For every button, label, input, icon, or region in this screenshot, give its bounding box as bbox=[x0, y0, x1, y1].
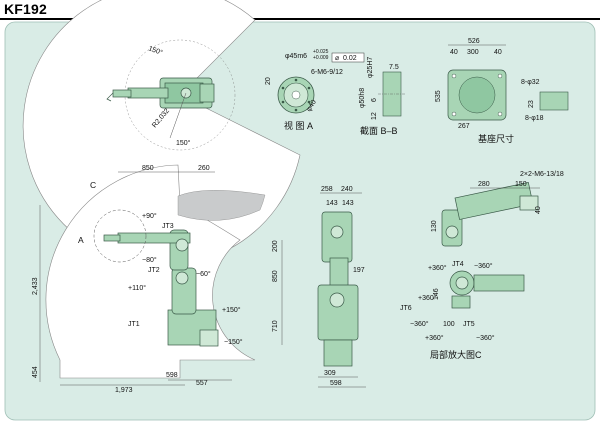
detail-d-130: 130 bbox=[431, 220, 438, 232]
side-d-710: 710 bbox=[272, 320, 279, 332]
side-view-shaded-zone bbox=[177, 190, 266, 221]
section-bb-d3: φ50h8 bbox=[359, 88, 366, 108]
view-a-caption: 视 图 A bbox=[284, 120, 313, 131]
detail-c-upper-arm bbox=[441, 181, 539, 247]
view-a: φ45m6 +0.025 +0.009 ⌀ 0.02 6-M6-9/12 20 … bbox=[265, 49, 365, 131]
front-view-robot bbox=[317, 211, 359, 367]
side-a-m150: −150° bbox=[224, 338, 243, 346]
side-view: 850 260 2,433 454 1,973 598 557 200 850 … bbox=[32, 164, 283, 394]
section-bb: 7.5 φ25H7 φ50h8 6 12 截面 B–B bbox=[359, 57, 406, 136]
detail-c-caption: 局部放大图C bbox=[430, 349, 482, 360]
detail-c-wrist bbox=[449, 270, 525, 309]
side-detail-c-circle bbox=[93, 209, 147, 263]
detail-a-p360b: +360° bbox=[418, 294, 437, 302]
detail-a-p360c: +360° bbox=[425, 334, 444, 342]
side-a-m80: −80° bbox=[142, 256, 157, 264]
svg-text:⌀: ⌀ bbox=[335, 55, 339, 62]
base-d-535: 535 bbox=[435, 90, 442, 102]
base-d-300: 300 bbox=[467, 49, 479, 56]
base-dimensions: 526 40 300 40 535 267 8-φ32 8-φ18 23 基座尺… bbox=[435, 38, 569, 144]
side-jt3: JT3 bbox=[162, 223, 174, 230]
base-d-40a: 40 bbox=[450, 49, 458, 56]
side-jt2: JT2 bbox=[148, 267, 160, 274]
side-d-850v: 850 bbox=[272, 270, 279, 282]
side-d-454: 454 bbox=[32, 366, 39, 378]
front-d-143a: 143 bbox=[326, 200, 338, 207]
svg-text:+0.009: +0.009 bbox=[313, 55, 329, 61]
side-jt1: JT1 bbox=[128, 321, 140, 328]
view-a-flatness: 0.02 bbox=[343, 55, 357, 62]
detail-a-m360a: −360° bbox=[474, 262, 493, 270]
side-label-c: C bbox=[90, 180, 96, 190]
detail-a-m360c: −360° bbox=[476, 334, 495, 342]
base-d-32: 8-φ32 bbox=[521, 79, 540, 86]
view-a-bolts: 6-M6-9/12 bbox=[311, 69, 343, 76]
detail-a-p360a: +360° bbox=[428, 264, 447, 272]
side-d-598: 598 bbox=[166, 372, 178, 379]
front-d-309: 309 bbox=[324, 370, 336, 377]
detail-d-146: 146 bbox=[433, 288, 440, 300]
view-a-d1: 20 bbox=[265, 77, 272, 85]
detail-d-150: 150 bbox=[515, 181, 527, 188]
title-rule bbox=[0, 18, 600, 20]
view-a-tol: +0.025 bbox=[313, 49, 329, 55]
detail-jt4: JT4 bbox=[452, 261, 464, 268]
page-title: KF192 bbox=[4, 1, 48, 17]
side-a-p150: +150° bbox=[222, 306, 241, 314]
front-d-197: 197 bbox=[353, 267, 365, 274]
base-side bbox=[539, 91, 569, 111]
detail-jt6: JT6 bbox=[400, 305, 412, 312]
side-a-p90: +90° bbox=[142, 212, 157, 220]
front-d-240: 240 bbox=[341, 186, 353, 193]
side-label-a: A bbox=[78, 235, 84, 245]
side-a-p110: +110° bbox=[128, 284, 146, 292]
side-d-200: 200 bbox=[272, 240, 279, 252]
side-a-m60: −60° bbox=[196, 270, 211, 278]
section-bb-d5: 12 bbox=[371, 112, 378, 120]
view-a-dia: φ45m6 bbox=[285, 53, 307, 60]
base-d-23: 23 bbox=[528, 100, 535, 108]
base-d-267: 267 bbox=[458, 123, 470, 130]
section-bb-d4: 6 bbox=[371, 98, 378, 102]
detail-d-40: 40 bbox=[535, 206, 542, 214]
section-bb-d1: 7.5 bbox=[389, 64, 399, 71]
section-bb-caption: 截面 B–B bbox=[360, 125, 398, 136]
side-d-850: 850 bbox=[142, 165, 154, 172]
view-a-flatness-box bbox=[331, 52, 365, 63]
base-caption: 基座尺寸 bbox=[478, 133, 514, 144]
side-d-1973: 1,973 bbox=[115, 387, 133, 394]
base-d-top: 526 bbox=[468, 38, 480, 45]
side-view-robot bbox=[103, 229, 219, 347]
front-d-143b: 143 bbox=[342, 200, 354, 207]
side-d-2433: 2,433 bbox=[32, 277, 39, 295]
top-view-angle-right: 150° bbox=[176, 139, 191, 147]
side-d-557: 557 bbox=[196, 380, 208, 387]
front-d-598: 598 bbox=[330, 380, 342, 387]
detail-jt5: JT5 bbox=[463, 321, 475, 328]
front-view: 258 240 143 143 197 309 598 bbox=[317, 186, 366, 388]
detail-d-thread: 2×2-M6-13/18 bbox=[520, 171, 564, 178]
front-d-258: 258 bbox=[321, 186, 333, 193]
detail-a-m360b: −360° bbox=[410, 320, 429, 328]
detail-c: 280 150 2×2-M6-13/18 130 40 JT4 +360° −3… bbox=[400, 171, 564, 360]
section-bb-d2: φ25H7 bbox=[367, 57, 374, 78]
base-d-18: 8-φ18 bbox=[525, 115, 544, 122]
detail-d-100: 100 bbox=[443, 321, 455, 328]
top-view-radius-line bbox=[169, 92, 187, 139]
base-d-40b: 40 bbox=[494, 49, 502, 56]
detail-d-280: 280 bbox=[478, 181, 490, 188]
side-d-260: 260 bbox=[198, 165, 210, 172]
